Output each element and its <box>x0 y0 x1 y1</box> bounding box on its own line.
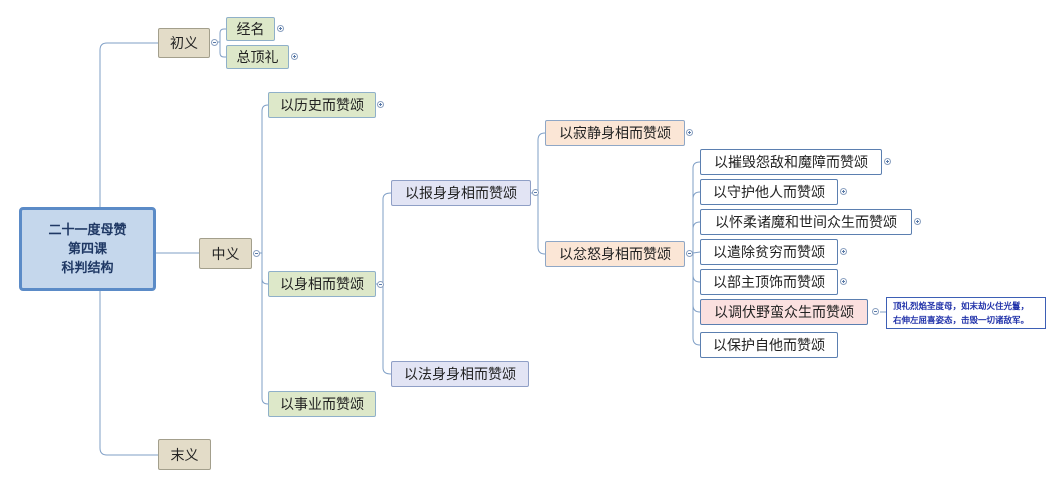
node-fashen[interactable]: 以法身身相而赞颂 <box>391 361 529 387</box>
connector-root-moyi <box>99 291 158 456</box>
node-shenxiang-label: 以身相而赞颂 <box>280 277 364 293</box>
connector-fennu-7 <box>692 305 701 346</box>
expand-icon[interactable] <box>840 188 847 195</box>
expand-icon[interactable] <box>377 101 384 108</box>
node-fennu-child-3-label: 以怀柔诸魔和世间众生而赞颂 <box>715 215 897 231</box>
connector-zhongyi-shiye <box>256 252 269 405</box>
connector-chuyi-zongdingli <box>218 41 226 58</box>
node-fennu-label: 以忿怒身相而赞颂 <box>559 247 671 263</box>
connector-shenxiang-fashen <box>376 283 392 375</box>
node-fennu[interactable]: 以忿怒身相而赞颂 <box>545 241 685 267</box>
collapse-icon[interactable] <box>377 281 384 288</box>
collapse-icon[interactable] <box>686 250 693 257</box>
node-baoshen[interactable]: 以报身身相而赞颂 <box>391 180 531 206</box>
node-zongdingli-label: 总顶礼 <box>236 50 279 66</box>
connector-fennu-5 <box>692 254 701 283</box>
node-lishi-label: 以历史而赞颂 <box>280 98 364 114</box>
node-moyi[interactable]: 末义 <box>158 439 211 470</box>
node-jingming-label: 经名 <box>236 22 265 38</box>
node-zongdingli[interactable]: 总顶礼 <box>226 45 289 69</box>
expand-icon[interactable] <box>884 158 891 165</box>
node-chuyi[interactable]: 初义 <box>158 28 210 58</box>
connector-fennu-3 <box>692 221 701 230</box>
expand-icon[interactable] <box>686 129 693 136</box>
node-chuyi-label: 初义 <box>170 36 198 52</box>
root-line-3: 科判结构 <box>61 260 114 276</box>
collapse-icon[interactable] <box>253 250 260 257</box>
node-fennu-child-1[interactable]: 以摧毁怨敌和魔障而赞颂 <box>700 149 882 175</box>
node-shenxiang[interactable]: 以身相而赞颂 <box>268 271 376 297</box>
node-jijing[interactable]: 以寂静身相而赞颂 <box>545 120 685 146</box>
node-fennu-child-5[interactable]: 以部主顶饰而赞颂 <box>700 269 838 295</box>
expand-icon[interactable] <box>277 25 284 32</box>
node-baoshen-label: 以报身身相而赞颂 <box>405 186 517 202</box>
node-fennu-child-4-label: 以遣除贫穷而赞颂 <box>713 245 825 261</box>
connector-zhongyi-lishi <box>256 104 269 254</box>
node-fennu-child-3[interactable]: 以怀柔诸魔和世间众生而赞颂 <box>700 209 912 235</box>
node-shiye[interactable]: 以事业而赞颂 <box>268 391 376 417</box>
node-fennu-child-6-label: 以调伏野蛮众生而赞颂 <box>714 305 854 321</box>
collapse-icon[interactable] <box>211 39 218 46</box>
node-fennu-child-1-label: 以摧毁怨敌和魔障而赞颂 <box>714 155 868 171</box>
connector-baoshen-jijing <box>531 132 546 194</box>
collapse-icon[interactable] <box>872 308 879 315</box>
node-fennu-child-7[interactable]: 以保护自他而赞颂 <box>700 332 838 358</box>
node-fennu-child-7-label: 以保护自他而赞颂 <box>713 338 825 354</box>
verse-note-line-1: 顶礼烈焰圣度母，如末劫火住光鬘， <box>893 302 1030 312</box>
root-line-1: 二十一度母赞 <box>48 222 127 238</box>
connector-baoshen-fennu <box>531 192 546 255</box>
connector-fennu-1 <box>686 161 701 255</box>
expand-icon[interactable] <box>840 248 847 255</box>
root-line-2: 第四课 <box>67 241 107 257</box>
node-shiye-label: 以事业而赞颂 <box>280 397 364 413</box>
verse-note[interactable]: 顶礼烈焰圣度母，如末劫火住光鬘， 右伸左屈喜姿态，击毁一切诸敌军。 <box>886 297 1046 329</box>
node-jingming[interactable]: 经名 <box>226 17 275 41</box>
node-fennu-child-5-label: 以部主顶饰而赞颂 <box>713 275 825 291</box>
expand-icon[interactable] <box>291 53 298 60</box>
node-zhongyi[interactable]: 中义 <box>199 238 252 269</box>
expand-icon[interactable] <box>840 278 847 285</box>
node-fennu-child-6[interactable]: 以调伏野蛮众生而赞颂 <box>700 299 868 325</box>
node-fennu-child-2-label: 以守护他人而赞颂 <box>713 185 825 201</box>
node-moyi-label: 末义 <box>170 447 199 464</box>
node-fennu-child-2[interactable]: 以守护他人而赞颂 <box>700 179 838 205</box>
connector-fennu-6 <box>692 275 701 313</box>
verse-note-line-2: 右伸左屈喜姿态，击毁一切诸敌军。 <box>893 316 1030 326</box>
node-jijing-label: 以寂静身相而赞颂 <box>559 126 671 142</box>
expand-icon[interactable] <box>914 218 921 225</box>
node-fennu-child-4[interactable]: 以遣除贫穷而赞颂 <box>700 239 838 265</box>
root-node[interactable]: 二十一度母赞 第四课 科判结构 <box>19 207 156 291</box>
collapse-icon[interactable] <box>532 189 539 196</box>
connector-fennu-2 <box>692 191 701 200</box>
node-fashen-label: 以法身身相而赞颂 <box>404 367 516 383</box>
connector-chuyi-jingming <box>218 28 226 43</box>
connector-shenxiang-baoshen <box>376 192 392 285</box>
connector-root-chuyi <box>99 42 158 207</box>
node-lishi[interactable]: 以历史而赞颂 <box>268 92 376 118</box>
node-zhongyi-label: 中义 <box>211 246 240 263</box>
